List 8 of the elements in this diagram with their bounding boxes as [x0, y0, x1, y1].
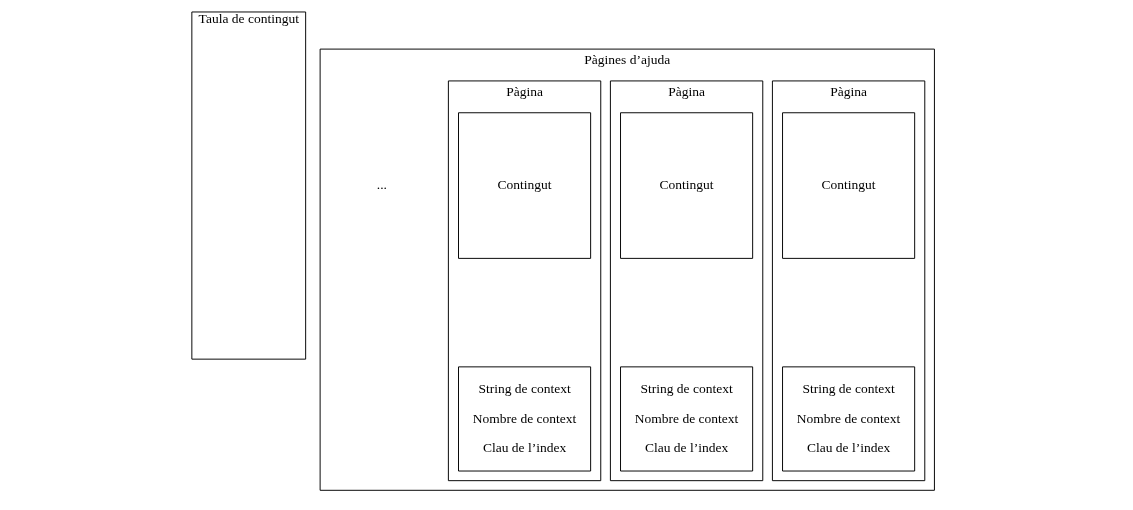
- label: ...: [376, 177, 387, 193]
- node-box: Contingut: [619, 112, 753, 259]
- node-box: Taula de contingut: [190, 11, 306, 360]
- node-box: Contingut: [457, 112, 591, 259]
- node-box: Contingut: [781, 112, 915, 259]
- node-box: String de context Nombre de context Clau de l’index: [781, 366, 915, 472]
- node-box: String de context Nombre de context Clau de l’index: [457, 366, 591, 472]
- node-box: String de context Nombre de context Clau de l’index: [619, 366, 753, 472]
